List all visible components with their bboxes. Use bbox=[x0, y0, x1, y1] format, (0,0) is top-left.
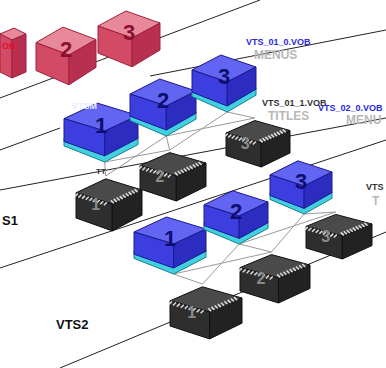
chip-box-shape bbox=[306, 212, 372, 260]
connector bbox=[304, 212, 336, 214]
file-label: VTS2 bbox=[56, 318, 89, 331]
connector bbox=[239, 244, 271, 252]
box-number: 3 bbox=[321, 229, 330, 245]
blue-box: 3 bbox=[270, 158, 332, 214]
partial-red-box bbox=[0, 28, 26, 78]
chip-box-shape bbox=[170, 284, 242, 340]
chip-box-shape bbox=[240, 252, 310, 304]
connector bbox=[166, 136, 169, 150]
chip-box-shape bbox=[226, 118, 290, 168]
chip-box: 2 bbox=[240, 252, 310, 304]
chip-box-shape bbox=[140, 150, 206, 202]
file-label: MENU bbox=[346, 114, 381, 126]
box-number: 1 bbox=[164, 228, 176, 250]
box-number: 3 bbox=[218, 66, 230, 88]
box-number: 1 bbox=[187, 305, 196, 321]
file-label: VTS bbox=[366, 183, 384, 192]
chip-box: 3 bbox=[226, 118, 290, 168]
chip-box: 3 bbox=[306, 212, 372, 260]
blue-box: 2 bbox=[204, 188, 268, 244]
box-number: 1 bbox=[91, 197, 100, 213]
connector bbox=[174, 274, 203, 284]
box-number: 2 bbox=[230, 201, 242, 223]
file-label: VTSM bbox=[72, 102, 97, 111]
blue-box: 3 bbox=[192, 52, 256, 112]
box-number: 1 bbox=[95, 115, 107, 137]
file-label: VTS_02_0.VOB bbox=[318, 104, 383, 113]
file-label: TT bbox=[96, 168, 106, 176]
red-box: 3 bbox=[98, 8, 160, 68]
box-number: 2 bbox=[60, 39, 72, 61]
chip-box: 2 bbox=[140, 150, 206, 202]
red-box: 2 bbox=[36, 24, 96, 86]
box-number: 2 bbox=[157, 90, 169, 112]
file-label: T bbox=[372, 195, 379, 207]
blue-box: 2 bbox=[130, 76, 196, 136]
box-number: 2 bbox=[155, 169, 164, 185]
chip-box: 1 bbox=[76, 176, 142, 232]
file-label: VTS_01_0.VOB bbox=[246, 38, 311, 47]
connector bbox=[272, 214, 305, 252]
box-number: 3 bbox=[123, 22, 135, 44]
connector bbox=[227, 112, 255, 118]
box-number: 2 bbox=[257, 271, 266, 287]
blue-box: 1 bbox=[134, 214, 206, 274]
chip-box: 1 bbox=[170, 284, 242, 340]
file-label: TITLES bbox=[268, 110, 309, 122]
file-label: VTS_01_1.VOB bbox=[262, 99, 327, 108]
box-number: 3 bbox=[241, 136, 250, 152]
box-number: 3 bbox=[295, 171, 307, 193]
file-label: OB bbox=[2, 42, 16, 51]
chip-box-shape bbox=[76, 176, 142, 232]
file-label: S1 bbox=[2, 214, 18, 227]
connector bbox=[202, 244, 239, 284]
file-label: MENUS bbox=[254, 49, 297, 61]
